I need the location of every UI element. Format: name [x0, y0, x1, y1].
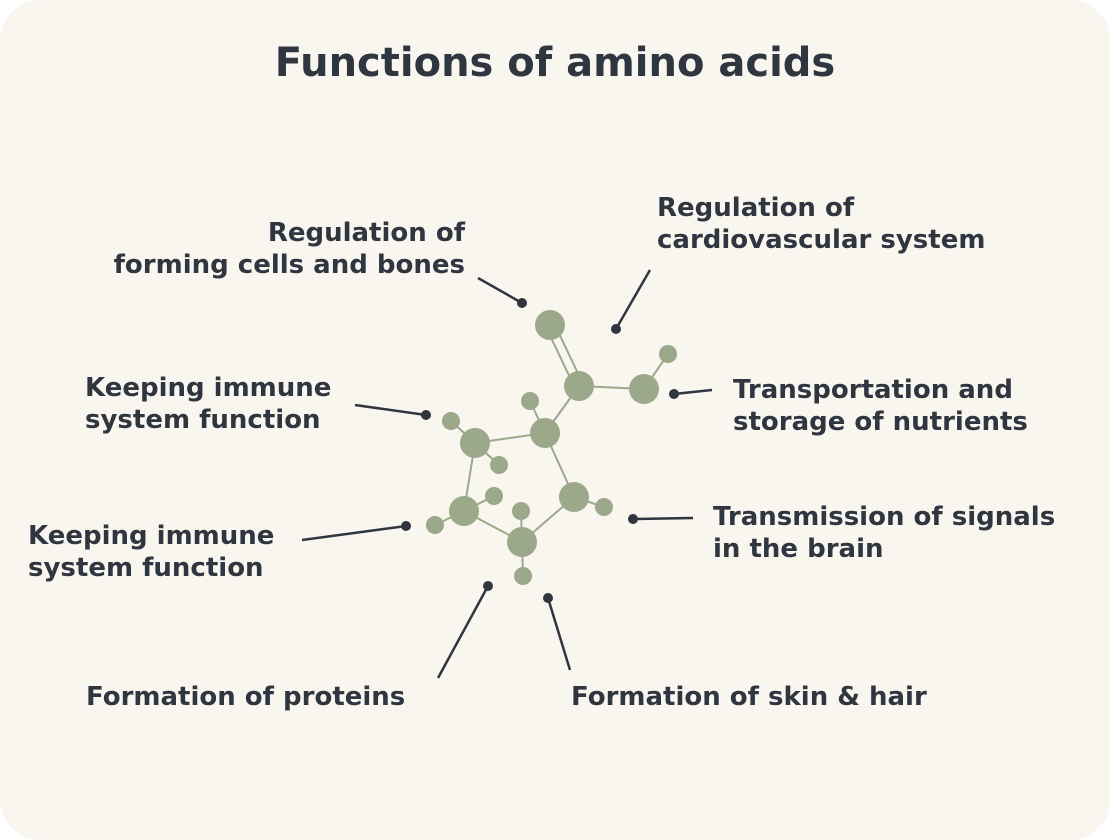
label-proteins: Formation of proteins — [86, 681, 405, 713]
pointer-line — [614, 269, 652, 330]
atom-hb1 — [512, 502, 530, 520]
label-line: Keeping immune — [85, 373, 332, 403]
label-line: cardiovascular system — [657, 225, 986, 255]
pointer-line — [632, 516, 694, 521]
pointer-line — [673, 388, 713, 396]
atom-hr — [595, 498, 613, 516]
label-line: Formation of skin & hair — [571, 682, 927, 712]
label-signals: Transmission of signals in the brain — [713, 501, 1055, 565]
atom-cl — [449, 496, 479, 526]
pointer-dot — [517, 298, 527, 308]
label-line: Transmission of signals — [713, 502, 1056, 532]
atom-c1 — [564, 371, 594, 401]
label-line: system function — [28, 553, 264, 583]
atom-hb2 — [514, 567, 532, 585]
pointer-dot — [401, 521, 411, 531]
atom-cb — [507, 527, 537, 557]
atom-hn1 — [442, 412, 460, 430]
diagram-title: Functions of amino acids — [274, 40, 836, 86]
pointer-line — [546, 597, 572, 671]
label-line: system function — [85, 405, 321, 435]
pointer-dot — [421, 410, 431, 420]
label-line: Transportation and — [733, 375, 1013, 405]
atom-ha — [521, 392, 539, 410]
atom-hn2 — [490, 456, 508, 474]
pointer-dot — [628, 514, 638, 524]
atom-cr — [559, 482, 589, 512]
label-cells-bones: Regulation of forming cells and bones — [114, 217, 465, 281]
atom-hl2 — [485, 487, 503, 505]
label-skin: Formation of skin & hair — [571, 681, 927, 713]
label-line: Regulation of — [657, 193, 855, 223]
label-line: Formation of proteins — [86, 682, 406, 712]
atom-ho — [659, 345, 677, 363]
label-cardio: Regulation of cardiovascular system — [657, 192, 985, 256]
pointer-line — [436, 585, 490, 679]
pointer-dot — [611, 324, 621, 334]
pointer-line — [354, 403, 427, 417]
pointer-dot — [669, 389, 679, 399]
label-line: storage of nutrients — [733, 407, 1028, 437]
pointer-dot — [483, 581, 493, 591]
atom-n — [460, 428, 490, 458]
pointer-line — [301, 524, 407, 542]
label-immune-2: Keeping immune system function — [28, 520, 274, 584]
label-immune-1: Keeping immune system function — [85, 372, 331, 436]
atom-hl1 — [426, 516, 444, 534]
atom-ca — [530, 418, 560, 448]
label-line: forming cells and bones — [113, 250, 465, 280]
label-line: Keeping immune — [28, 521, 275, 551]
label-line: Regulation of — [267, 218, 465, 248]
atom-o — [535, 310, 565, 340]
pointer-line — [477, 276, 523, 305]
atom-oh — [629, 374, 659, 404]
label-line: in the brain — [713, 534, 884, 564]
label-transport: Transportation and storage of nutrients — [733, 374, 1028, 438]
pointer-dot — [543, 593, 553, 603]
